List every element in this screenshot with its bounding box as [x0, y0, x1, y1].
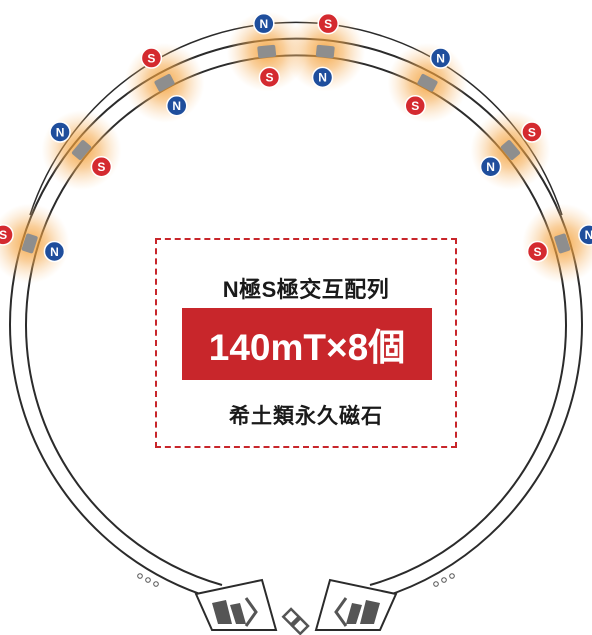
band-dots-right [433, 573, 455, 587]
clasp-left-chevron [244, 597, 258, 627]
clasp-left-stripes [212, 600, 246, 624]
north-pole-label: N [318, 71, 327, 85]
magnet-unit: NS [253, 12, 281, 89]
pole-arrangement-label: N極S極交互配列 [222, 277, 390, 302]
magnet-unit: NS [526, 224, 592, 263]
south-pole-label: S [324, 17, 332, 31]
south-pole-badge-inner [90, 155, 113, 178]
magnet-material-label: 希土類永久磁石 [229, 405, 383, 428]
magnet-body [417, 73, 438, 92]
magnet-body [21, 233, 38, 254]
magnet-unit: SN [311, 12, 339, 89]
magnet-strength-text: 140mT×8個 [208, 327, 406, 368]
north-pole-badge-outer [253, 12, 275, 35]
south-pole-badge-outer [521, 121, 543, 143]
clasp-link-icon [281, 607, 310, 635]
north-pole-label: N [56, 125, 65, 139]
north-pole-badge-inner [43, 240, 66, 263]
north-pole-badge-inner [166, 94, 188, 117]
south-pole-label: S [411, 99, 419, 113]
magnet-body [500, 140, 521, 160]
magnet-body [154, 73, 175, 92]
magnet-unit: SN [0, 224, 66, 263]
magnet-spec-box: N極S極交互配列 140mT×8個 希土類永久磁石 [155, 238, 457, 448]
north-pole-label: N [486, 160, 495, 174]
clasp-right-chevron [334, 597, 348, 627]
north-pole-badge-inner [479, 155, 502, 178]
necklace-clasp [137, 573, 455, 635]
north-pole-label: N [50, 245, 59, 259]
north-pole-badge-outer [578, 224, 592, 246]
magnet-unit: SN [479, 121, 543, 178]
south-pole-label: S [147, 51, 155, 65]
south-pole-badge-inner [258, 66, 281, 89]
magnet-unit: NS [49, 121, 113, 178]
north-pole-badge-outer [49, 121, 71, 143]
south-pole-label: S [97, 160, 105, 174]
magnet-body [315, 44, 335, 59]
south-pole-label: S [0, 228, 7, 242]
magnet-body [554, 233, 571, 254]
clasp-right-stripes [346, 600, 380, 624]
magnet-body [257, 44, 277, 59]
magnet-unit: SN [140, 47, 188, 117]
north-pole-label: N [585, 228, 592, 242]
north-pole-label: N [436, 51, 445, 65]
north-pole-badge-inner [311, 66, 334, 89]
north-pole-label: N [172, 99, 181, 113]
north-pole-badge-outer [429, 47, 452, 69]
magnet-strength-banner: 140mT×8個 [182, 308, 432, 380]
magnet-body [71, 140, 92, 160]
south-pole-badge-outer [140, 47, 163, 69]
south-pole-badge-inner [526, 240, 549, 263]
south-pole-badge-outer [317, 12, 339, 35]
south-pole-badge-outer [0, 224, 14, 246]
south-pole-label: S [265, 71, 273, 85]
north-pole-label: N [259, 17, 268, 31]
magnet-unit: NS [404, 47, 452, 117]
south-pole-label: S [528, 125, 536, 139]
band-dots-left [137, 573, 159, 587]
south-pole-badge-inner [404, 94, 426, 117]
south-pole-label: S [534, 245, 542, 259]
